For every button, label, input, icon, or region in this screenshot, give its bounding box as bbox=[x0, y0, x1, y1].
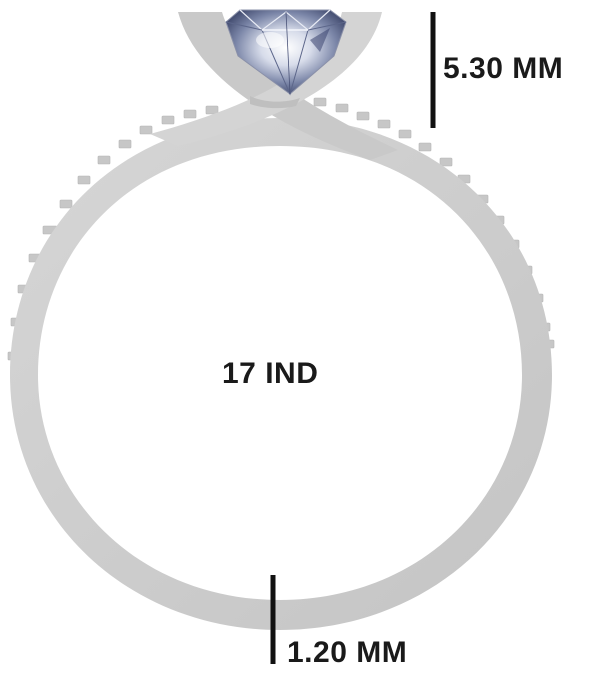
band-width-label: 1.20 MM bbox=[287, 636, 408, 669]
head-height-label: 5.30 MM bbox=[443, 52, 564, 85]
round-diamond-icon bbox=[225, 9, 347, 96]
crossover-head bbox=[150, 12, 398, 160]
ring-size-label: 17 IND bbox=[222, 357, 319, 390]
